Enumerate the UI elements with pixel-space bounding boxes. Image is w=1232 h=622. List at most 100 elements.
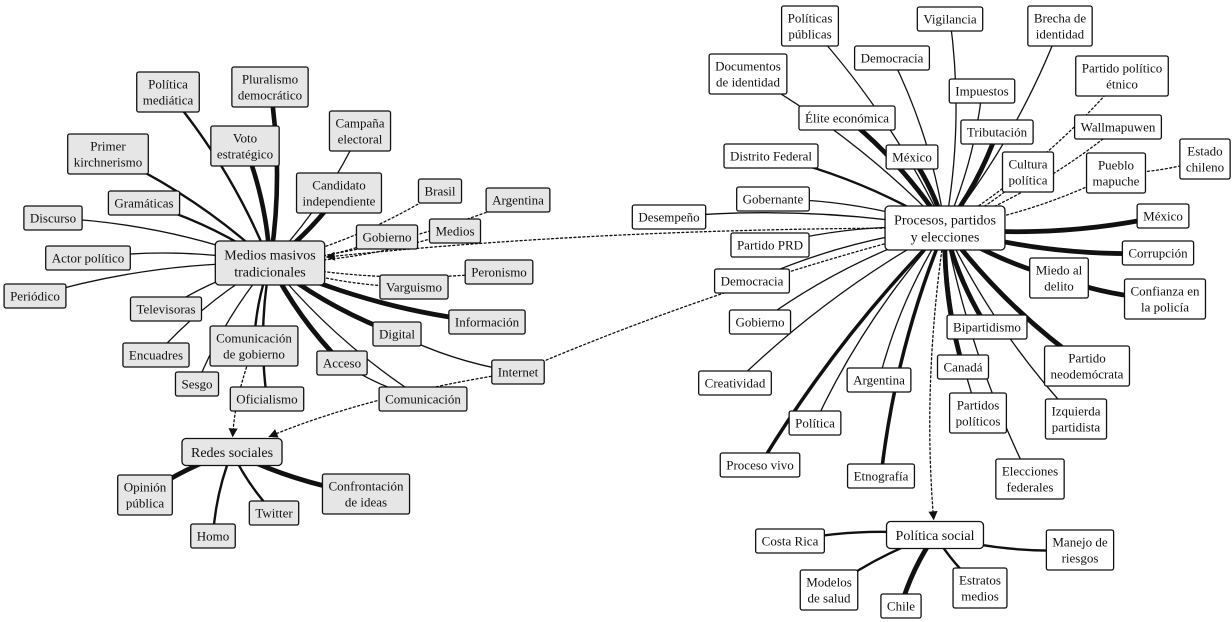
node-label: Peronismo [471,265,527,280]
node-label: Redes sociales [191,446,273,461]
node-label: electoral [338,132,383,147]
node-brasil: Brasil [417,178,463,204]
node-label: Miedo al [1036,263,1083,278]
node-label: Discurso [30,211,76,226]
node-label: Estratos [959,573,1001,588]
node-vigilancia: Vigilancia [916,6,984,32]
node-label: Medios masivos [224,248,315,263]
node-label: medios [961,589,999,604]
node-label: Medios [436,224,475,239]
node-label: Opinión [124,480,167,495]
node-label: Periódico [10,289,60,304]
node-label: Desempeño [638,210,699,225]
edge-procesos-politica [814,227,946,424]
node-label: Homo [197,529,230,544]
node-label: Partido político [1082,61,1163,76]
node-creatividad: Creatividad [698,370,772,396]
node-televisoras: Televisoras [129,296,203,322]
node-comunicacion: Comunicación [378,386,468,412]
node-label: y elecciones [911,230,980,245]
node-label: Gobierno [362,230,411,245]
edge-procesos-vigilancia [944,18,957,229]
node-politica: Política [788,410,842,436]
node-homo: Homo [190,523,236,549]
edge-medios-pluralismo [267,84,280,266]
edge-procesos-politica_social [928,227,946,521]
node-partido-prd: Partido PRD [730,232,810,258]
node-label: Oficialismo [236,392,297,407]
node-label: Democracia [721,274,784,289]
node-mexico-r: México [1136,203,1190,229]
node-label: Bipartidismo [953,320,1021,335]
node-label: Izquierda [1051,404,1100,419]
node-label: Proceso vivo [726,458,794,473]
node-label: Partido PRD [737,238,803,253]
node-label: Estado [1187,144,1222,159]
node-label: Costa Rica [762,534,819,549]
node-democracia-m: Democracia [713,268,791,294]
node-label: Campaña [335,116,384,131]
node-label: Candidato [312,178,365,193]
node-label: Información [455,315,520,330]
node-label: Gobierno [735,315,784,330]
node-label: Confrontación [328,479,404,494]
node-label: Argentina [492,193,544,208]
node-label: Acceso [323,356,361,371]
node-label: Televisoras [136,302,195,317]
node-label: de identidad [716,75,780,90]
node-label: Gramáticas [114,196,173,211]
node-politica-social: Política social [885,520,985,550]
node-label: Política [795,416,835,431]
node-bipartidismo: Bipartidismo [946,314,1028,340]
node-label: neodemócrata [1051,367,1124,382]
node-peronismo: Peronismo [464,259,534,285]
node-democracia-t: Democracia [853,45,931,71]
node-label: Pueblo [1098,158,1134,173]
node-label: partidista [1052,420,1101,435]
node-gobierno-l: Gobierno [355,224,419,250]
node-label: Tributación [967,125,1028,140]
node-label: Gobernante [743,192,804,207]
node-label: estratégico [217,147,273,162]
node-label: la policía [1141,300,1189,315]
node-label: kirchnerismo [74,155,143,170]
node-digital: Digital [372,321,422,347]
node-label: pública [126,496,164,511]
node-label: de gobierno [223,347,285,362]
node-wallmapuwen: Wallmapuwen [1073,114,1163,140]
node-mexico-t: México [885,144,939,170]
node-label: riesgos [1062,551,1099,566]
node-internet: Internet [491,359,545,385]
node-redes: Redes sociales [181,437,283,467]
node-label: Creatividad [705,376,766,391]
node-informacion: Información [448,309,526,335]
node-label: tradicionales [234,265,306,280]
node-gobernante: Gobernante [736,186,810,212]
node-chile: Chile [880,593,922,619]
node-label: Comunicación [216,331,292,346]
node-actor: Actor político [45,245,131,271]
node-label: federales [1007,480,1054,495]
node-label: México [1143,209,1183,224]
node-label: democrático [238,88,302,103]
node-medios-n: Medios [428,218,482,244]
edge-procesos-proceso_vivo [758,226,947,467]
node-label: política [1009,173,1048,188]
